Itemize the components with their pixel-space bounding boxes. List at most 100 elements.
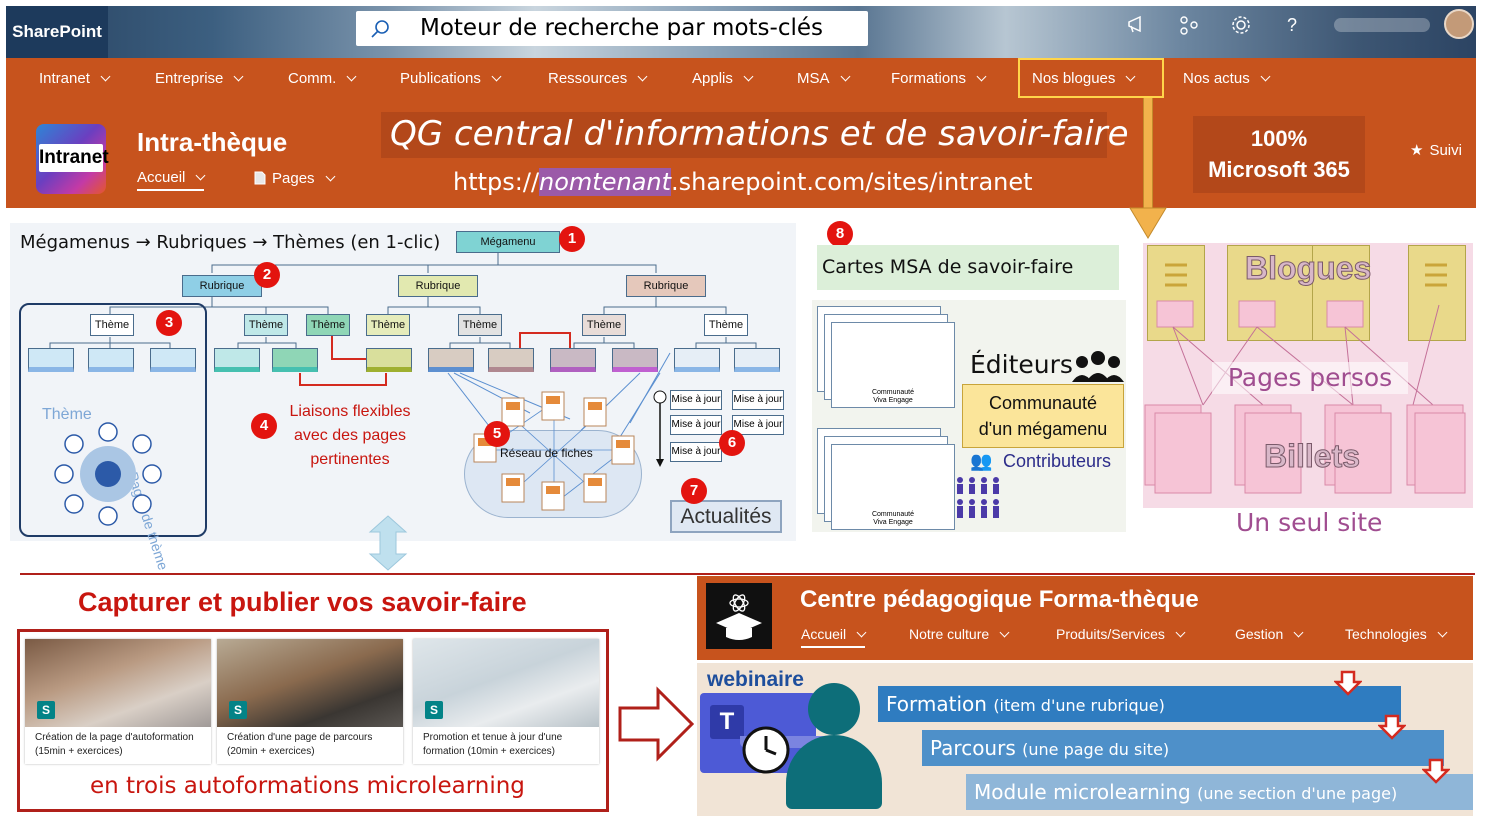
- page-node: [150, 348, 196, 372]
- site-title[interactable]: Intra-thèque: [137, 127, 288, 157]
- arrow-right-icon: [618, 686, 694, 762]
- star-icon: ★: [1410, 142, 1424, 159]
- training-card[interactable]: S Création de la page d'autoformation (1…: [25, 639, 211, 764]
- chevron-down-icon: [491, 71, 502, 82]
- forma-nav-produits-services[interactable]: Produits/Services: [1056, 626, 1186, 642]
- nav-item-entreprise[interactable]: Entreprise: [155, 58, 244, 100]
- site-nav-pages[interactable]: Pages: [254, 169, 335, 187]
- tagline: QG central d'informations et de savoir-f…: [390, 114, 1129, 154]
- fiches-network: [473, 391, 635, 511]
- gear-icon[interactable]: [1230, 14, 1252, 36]
- editeurs-label: Éditeurs: [970, 350, 1073, 379]
- contributeurs-label: Contributeurs: [1003, 451, 1112, 471]
- nav-item-formations[interactable]: Formations: [891, 58, 987, 100]
- contributors-icon: 👥: [970, 451, 993, 471]
- user-name: [1334, 18, 1430, 32]
- nav-item-ressources[interactable]: Ressources: [548, 58, 648, 100]
- nav-item-publications[interactable]: Publications: [400, 58, 502, 100]
- mise-a-jour-card: Mise à jour: [732, 415, 784, 435]
- card-image: [413, 639, 599, 727]
- rubrique-node: Rubrique: [398, 275, 478, 297]
- nav-item-intranet[interactable]: Intranet: [39, 58, 111, 100]
- arrow-down-icon: [1334, 670, 1362, 696]
- forma-logo[interactable]: [706, 583, 772, 649]
- site-logo-text: Intranet: [39, 144, 109, 172]
- forma-nav-accueil[interactable]: Accueil: [801, 626, 867, 648]
- chevron-down-icon: [1175, 627, 1186, 638]
- forma-nav-gestion[interactable]: Gestion: [1235, 626, 1304, 642]
- badge-7: 7: [681, 478, 707, 504]
- search-input[interactable]: Moteur de recherche par mots-clés: [420, 15, 824, 41]
- nav-item-nos-blogues[interactable]: Nos blogues: [1032, 58, 1136, 100]
- formation-bar: Formation (item d'une rubrique): [878, 686, 1401, 722]
- training-card[interactable]: S Promotion et tenue à jour d'une format…: [413, 639, 599, 764]
- theme-node: Thème: [90, 314, 134, 336]
- blogs-pointer-arrow: [1143, 98, 1153, 218]
- chevron-down-icon: [856, 627, 867, 638]
- site-logo[interactable]: Intranet: [36, 124, 109, 194]
- share-network-icon[interactable]: [1178, 14, 1200, 36]
- mise-a-jour-card: Mise à jour: [670, 415, 722, 435]
- chevron-down-icon: [999, 627, 1010, 638]
- nav-item-applis[interactable]: Applis: [692, 58, 754, 100]
- rubrique-node: Rubrique: [182, 275, 262, 297]
- tagline-box: [381, 112, 1107, 158]
- sharepoint-icon: S: [229, 701, 247, 719]
- page-node: [366, 348, 412, 372]
- forma-nav-technologies[interactable]: Technologies: [1345, 626, 1448, 642]
- badge-6: 6: [719, 430, 745, 456]
- sharepoint-brand[interactable]: SharePoint: [6, 6, 108, 58]
- theme-wheel-graphic: [54, 422, 162, 526]
- chevron-down-icon: [346, 71, 357, 82]
- rubrique-node: Rubrique: [626, 275, 706, 297]
- person-body: [786, 735, 882, 809]
- theme-node: Thème: [582, 314, 626, 336]
- megaphone-icon[interactable]: [1126, 14, 1148, 36]
- follow-button[interactable]: ★Suivi: [1410, 142, 1462, 159]
- sharepoint-icon: S: [37, 701, 55, 719]
- card-title: Création de la page d'autoformation (15m…: [35, 732, 194, 757]
- forma-nav-notre-culture[interactable]: Notre culture: [909, 626, 1010, 642]
- hub-navigation: [6, 58, 1476, 100]
- svg-text:?: ?: [1287, 15, 1297, 35]
- parcours-bar: Parcours (une page du site): [922, 730, 1444, 766]
- msa-label: Cartes MSA de savoir-faire: [817, 245, 1119, 290]
- card-title: Création d'une page de parcours (20min +…: [227, 732, 373, 757]
- help-icon[interactable]: ?: [1282, 14, 1304, 36]
- page-icon: [254, 171, 266, 185]
- card-image: [25, 639, 211, 727]
- site-nav-home[interactable]: Accueil: [137, 169, 206, 191]
- card-image: [217, 639, 403, 727]
- pages-persos-label: Pages persos: [1212, 362, 1408, 394]
- avatar[interactable]: [1444, 9, 1474, 39]
- chevron-down-icon: [1293, 627, 1304, 638]
- clock-icon: [742, 726, 790, 774]
- billets-label: Billets: [1263, 438, 1361, 475]
- badge-1: 1: [559, 226, 585, 252]
- search-icon: [371, 20, 389, 38]
- theme-node: Thème: [458, 314, 502, 336]
- blogues-title: Blogues: [1244, 250, 1372, 287]
- search-box[interactable]: Moteur de recherche par mots-clés: [356, 11, 868, 46]
- page-node: [674, 348, 720, 372]
- section-separator: [20, 573, 1475, 575]
- page-node: [272, 348, 318, 372]
- chevron-down-icon: [637, 71, 648, 82]
- theme-wheel-label: Thème: [42, 406, 92, 423]
- megamenu-node: Mégamenu: [456, 231, 560, 253]
- chevron-down-icon: [325, 171, 335, 182]
- nav-item-nos-actus[interactable]: Nos actus: [1183, 58, 1271, 100]
- badge-3: 3: [156, 310, 182, 336]
- page-node: [734, 348, 780, 372]
- theme-node: Thème: [366, 314, 410, 336]
- people-icon: [1072, 351, 1124, 382]
- nav-item-comm[interactable]: Comm.: [288, 58, 357, 100]
- forma-title[interactable]: Centre pédagogique Forma-thèque: [800, 586, 1199, 613]
- sharepoint-icon: S: [425, 701, 443, 719]
- theme-detail-panel: [19, 303, 207, 537]
- site-url: https://nomtenant.sharepoint.com/sites/i…: [453, 168, 1033, 196]
- card-title: Promotion et tenue à jour d'une formatio…: [423, 732, 563, 757]
- training-card[interactable]: S Création d'une page de parcours (20min…: [217, 639, 403, 764]
- nav-item-msa[interactable]: MSA: [797, 58, 850, 100]
